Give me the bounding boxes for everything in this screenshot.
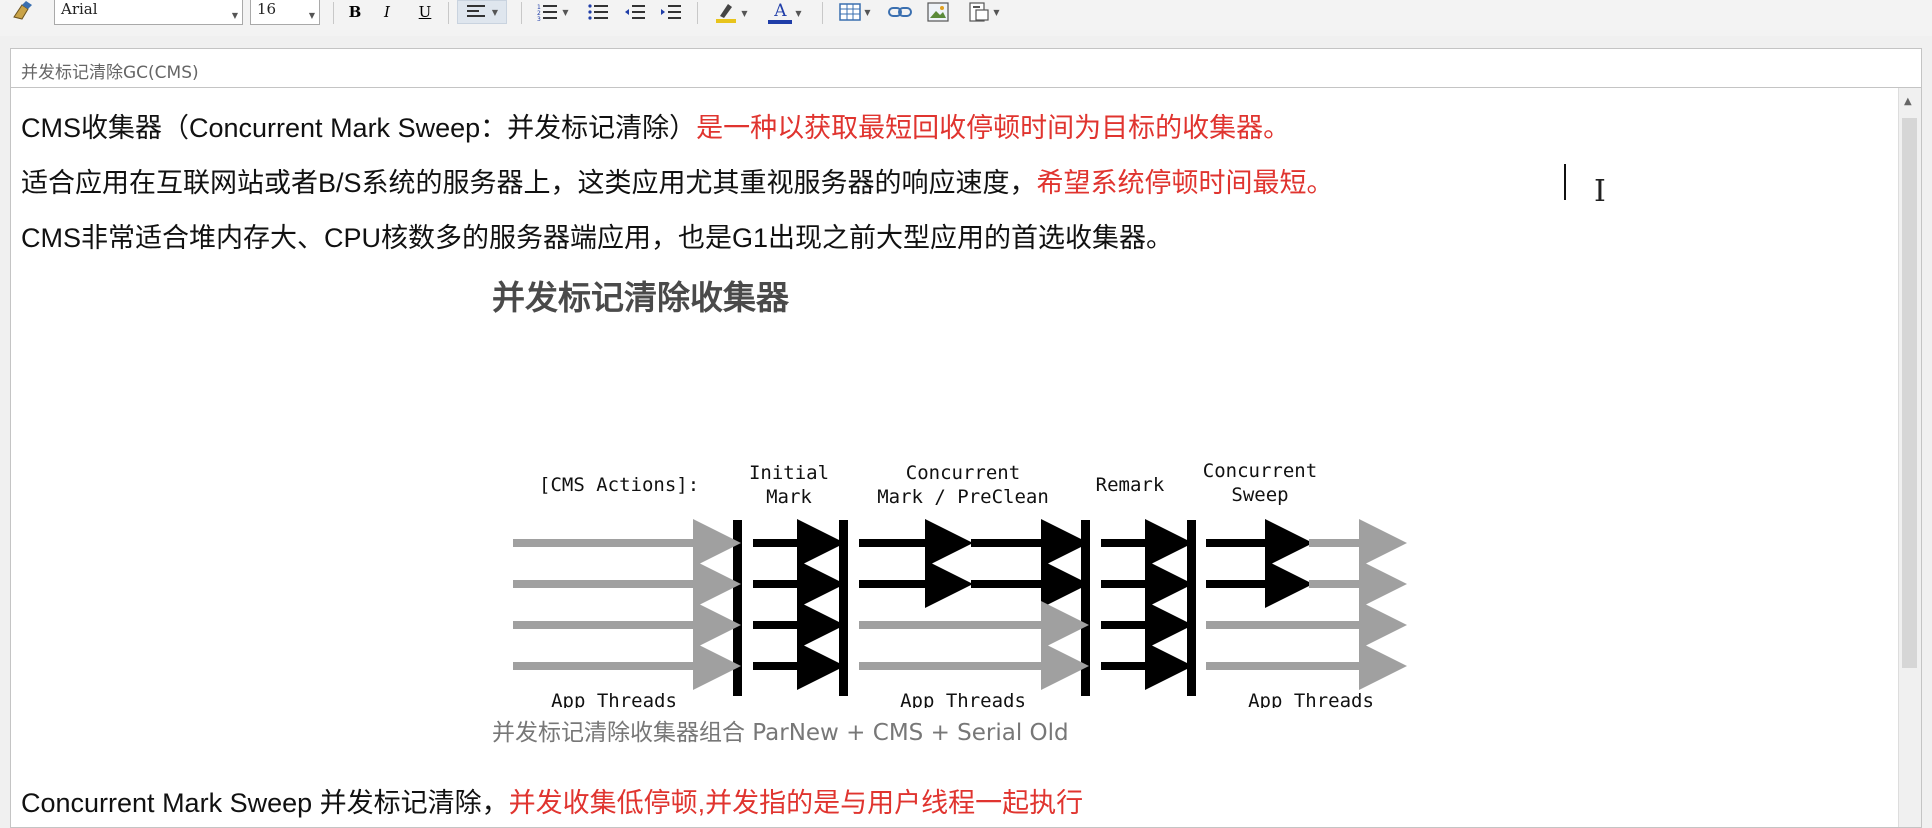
image-icon[interactable] [923,0,953,24]
indent-icon[interactable] [656,0,686,24]
vertical-scrollbar[interactable]: ▲ [1898,88,1921,827]
scrollbar-thumb[interactable] [1902,118,1917,668]
toolbar-divider [697,2,698,24]
subject-field[interactable]: 并发标记清除GC(CMS) [10,48,1922,88]
toolbar-divider [521,2,522,24]
paragraph-3: CMS非常适合堆内存大、CPU核数多的服务器端应用，也是G1出现之前大型应用的首… [21,223,1174,253]
unordered-list-icon[interactable] [584,0,614,24]
phase-concurrent-sweep-line2: Sweep [1231,484,1288,506]
chevron-down-icon: ▼ [231,11,238,20]
toolbar-divider [333,2,334,24]
italic-icon[interactable]: I [384,3,390,21]
phase-initial-mark-line2: Mark [766,486,812,508]
paragraph-1: CMS收集器（Concurrent Mark Sweep：并发标记清除）是一种以… [21,106,1290,145]
paragraph-2-highlight: 希望系统停顿时间最短。 [1036,168,1334,198]
text-caret [1564,164,1566,200]
underline-icon[interactable]: U [418,3,432,21]
phase-concurrent-mark-line2: Mark / PreClean [877,486,1049,508]
link-icon[interactable] [885,0,915,24]
scroll-up-icon[interactable]: ▲ [1904,96,1912,107]
paragraph-2-text: 适合应用在互联网站或者B/S系统的服务器上，这类应用尤其重视服务器的响应速度， [21,168,1037,198]
editor-body[interactable]: CMS收集器（Concurrent Mark Sweep：并发标记清除）是一种以… [10,88,1922,828]
app-threads-label-1: App Threads [551,690,677,708]
phase-concurrent-mark-line1: Concurrent [906,462,1020,484]
font-color-icon[interactable]: A ▼ [762,0,808,26]
eraser-icon[interactable] [8,0,36,22]
figure-caption: 并发标记清除收集器组合 ParNew + CMS + Serial Old [492,720,1069,746]
align-left-icon[interactable]: ▼ [457,0,507,24]
font-size-select[interactable]: 16 ▼ [250,0,320,25]
svg-text:1: 1 [537,4,541,11]
app-threads-label-3: App Threads [1248,690,1374,708]
toolbar-divider [822,2,823,24]
cms-diagram: [CMS Actions]: Initial Mark Concurrent M… [513,460,1407,708]
app-threads-label-2: App Threads [900,690,1026,708]
chevron-down-icon: ▼ [308,11,315,20]
font-size-value: 16 [257,0,277,18]
paragraph-4-highlight: 并发收集低停顿,并发指的是与用户线程一起执行 [508,788,1084,818]
svg-text:3: 3 [537,16,541,21]
subject-text: 并发标记清除GC(CMS) [21,63,199,83]
paragraph-4: Concurrent Mark Sweep 并发标记清除，并发收集低停顿,并发指… [21,781,1083,820]
phase-concurrent-sweep-line1: Concurrent [1203,460,1317,482]
app-thread-arrows [513,519,1407,690]
figure-title: 并发标记清除收集器 [492,278,789,317]
highlight-swatch [716,19,737,23]
toolbar-divider [448,2,449,24]
outdent-icon[interactable] [620,0,650,24]
svg-text:2: 2 [537,10,541,17]
table-icon[interactable]: ▼ [833,0,877,24]
text-cursor-icon: I [1594,174,1606,209]
cms-actions-label: [CMS Actions]: [539,474,699,496]
highlight-color-icon[interactable]: ▼ [708,0,754,26]
bold-icon[interactable]: B [348,3,362,21]
paragraph-1-highlight: 是一种以获取最短回收停顿时间为目标的收集器。 [696,113,1291,143]
font-family-select[interactable]: Arial ▼ [54,0,243,25]
paragraph-2: 适合应用在互联网站或者B/S系统的服务器上，这类应用尤其重视服务器的响应速度，希… [21,161,1334,200]
paragraph-4-text: Concurrent Mark Sweep 并发标记清除， [21,788,509,818]
phase-initial-mark-line1: Initial [749,462,829,484]
font-family-value: Arial [61,0,98,18]
template-icon[interactable]: ▼ [961,0,1007,24]
phase-remark: Remark [1096,474,1165,496]
paragraph-1-text: CMS收集器（Concurrent Mark Sweep：并发标记清除） [21,113,697,143]
